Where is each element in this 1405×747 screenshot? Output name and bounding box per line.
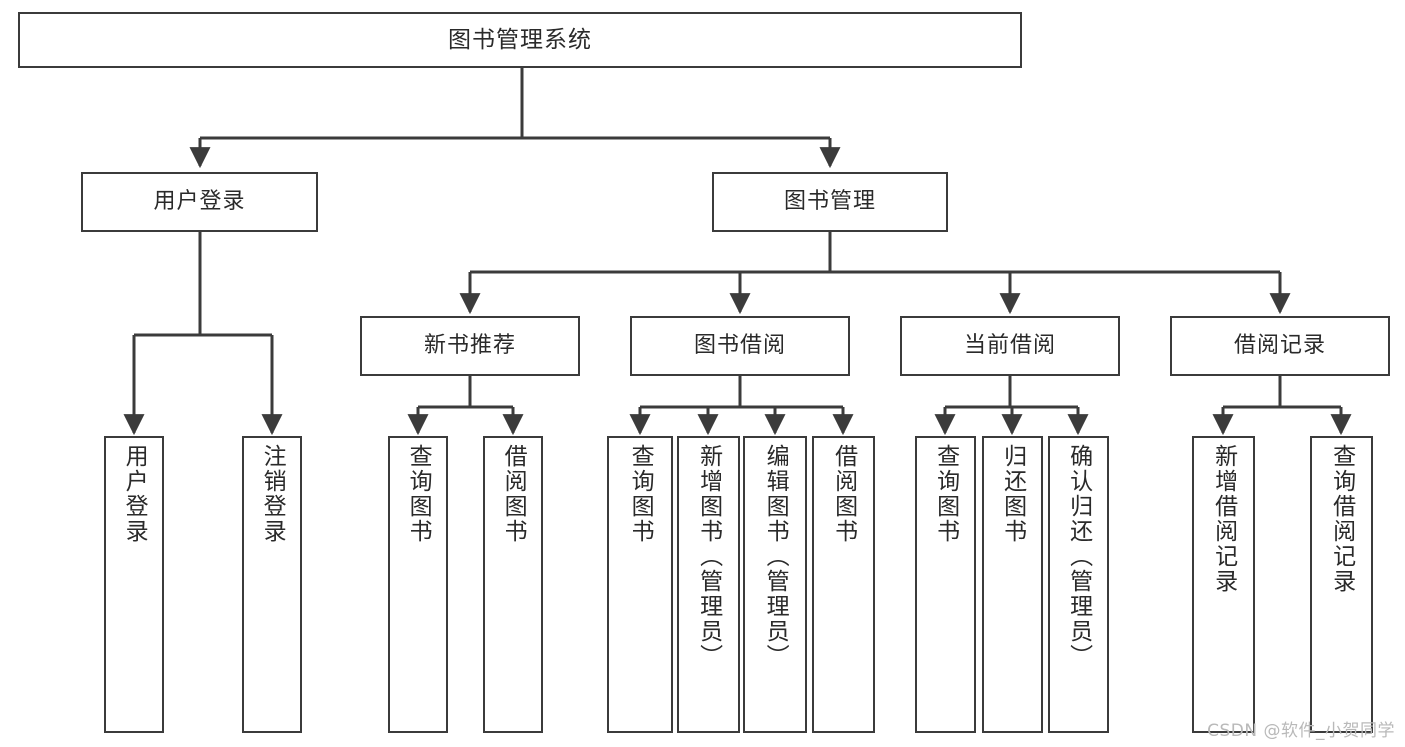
leaf-record-query[interactable]: 查询借阅记录 <box>1310 436 1373 733</box>
csdn-watermark: CSDN @软件_小贺同学 <box>1207 721 1395 741</box>
node-borrow-record-label: 借阅记录 <box>1233 333 1326 359</box>
leaf-borrow-borrow-book-label: 借阅图书 <box>830 444 857 544</box>
leaf-new-book-borrow[interactable]: 借阅图书 <box>483 436 543 733</box>
node-root-label: 图书管理系统 <box>448 26 592 53</box>
leaf-current-return-book-label: 归还图书 <box>999 444 1026 544</box>
leaf-borrow-borrow-book[interactable]: 借阅图书 <box>812 436 875 733</box>
node-new-book-recommend[interactable]: 新书推荐 <box>360 316 580 376</box>
node-book-management-label: 图书管理 <box>783 189 876 215</box>
leaf-new-book-query-label: 查询图书 <box>405 444 432 544</box>
leaf-borrow-edit-book[interactable]: 编辑图书（管理员） <box>743 436 807 733</box>
leaf-record-query-label: 查询借阅记录 <box>1328 444 1355 594</box>
leaf-current-confirm-return-label: 确认归还（管理员） <box>1065 444 1092 669</box>
leaf-record-add[interactable]: 新增借阅记录 <box>1192 436 1255 733</box>
leaf-current-return-book[interactable]: 归还图书 <box>982 436 1043 733</box>
leaf-new-book-borrow-label: 借阅图书 <box>500 444 527 544</box>
leaf-current-query-book[interactable]: 查询图书 <box>915 436 976 733</box>
leaf-new-book-query[interactable]: 查询图书 <box>388 436 448 733</box>
leaf-borrow-edit-book-label: 编辑图书（管理员） <box>762 444 789 669</box>
leaf-borrow-query-book[interactable]: 查询图书 <box>607 436 673 733</box>
node-user-login[interactable]: 用户登录 <box>81 172 318 232</box>
leaf-user-login-signin[interactable]: 用户登录 <box>104 436 164 733</box>
node-book-borrow-label: 图书借阅 <box>693 333 786 359</box>
node-current-borrow[interactable]: 当前借阅 <box>900 316 1120 376</box>
leaf-user-login-signout-label: 注销登录 <box>259 444 286 544</box>
node-root[interactable]: 图书管理系统 <box>18 12 1022 68</box>
leaf-user-login-signout[interactable]: 注销登录 <box>242 436 302 733</box>
node-book-management[interactable]: 图书管理 <box>712 172 948 232</box>
leaf-user-login-signin-label: 用户登录 <box>121 444 148 544</box>
leaf-current-confirm-return[interactable]: 确认归还（管理员） <box>1048 436 1109 733</box>
node-borrow-record[interactable]: 借阅记录 <box>1170 316 1390 376</box>
leaf-borrow-add-book[interactable]: 新增图书（管理员） <box>677 436 740 733</box>
leaf-record-add-label: 新增借阅记录 <box>1210 444 1237 594</box>
node-user-login-label: 用户登录 <box>153 189 246 215</box>
node-book-borrow[interactable]: 图书借阅 <box>630 316 850 376</box>
leaf-current-query-book-label: 查询图书 <box>932 444 959 544</box>
leaf-borrow-query-book-label: 查询图书 <box>627 444 654 544</box>
node-new-book-recommend-label: 新书推荐 <box>423 333 516 359</box>
node-current-borrow-label: 当前借阅 <box>963 333 1056 359</box>
leaf-borrow-add-book-label: 新增图书（管理员） <box>695 444 722 669</box>
